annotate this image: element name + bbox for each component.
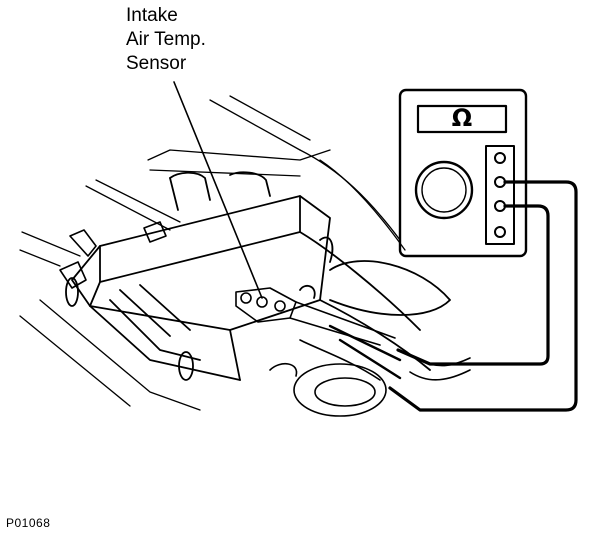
callout-line-3: Sensor [126,53,187,74]
test-lead-2 [396,204,550,366]
sensor-callout-label: Intake Air Temp. Sensor [126,4,206,76]
callout-line-2: Air Temp. [126,29,206,50]
intake-duct [299,231,451,371]
ohmmeter-body [398,88,528,258]
ohmmeter-terminal-strip [485,145,515,245]
ohmmeter-dial-inner [421,167,467,213]
intake-air-temp-sensor [235,287,396,346]
lower-hoses [269,339,471,417]
test-lead-1 [388,180,578,412]
air-cleaner-box [65,171,331,381]
ohmmeter-display [416,104,508,134]
test-leads [388,180,578,412]
ohmmeter-dial [414,160,474,220]
left-clips [59,221,167,289]
probe-wires [328,324,402,380]
callout-line-1: Intake [126,5,178,26]
ohmmeter-omega-symbol: Ω [451,104,473,132]
figure-code: P01068 [6,516,51,530]
body-panel-lines [19,95,406,411]
terminal-4 [494,226,506,238]
terminal-1 [494,152,506,164]
callout-leader-line [173,81,263,299]
